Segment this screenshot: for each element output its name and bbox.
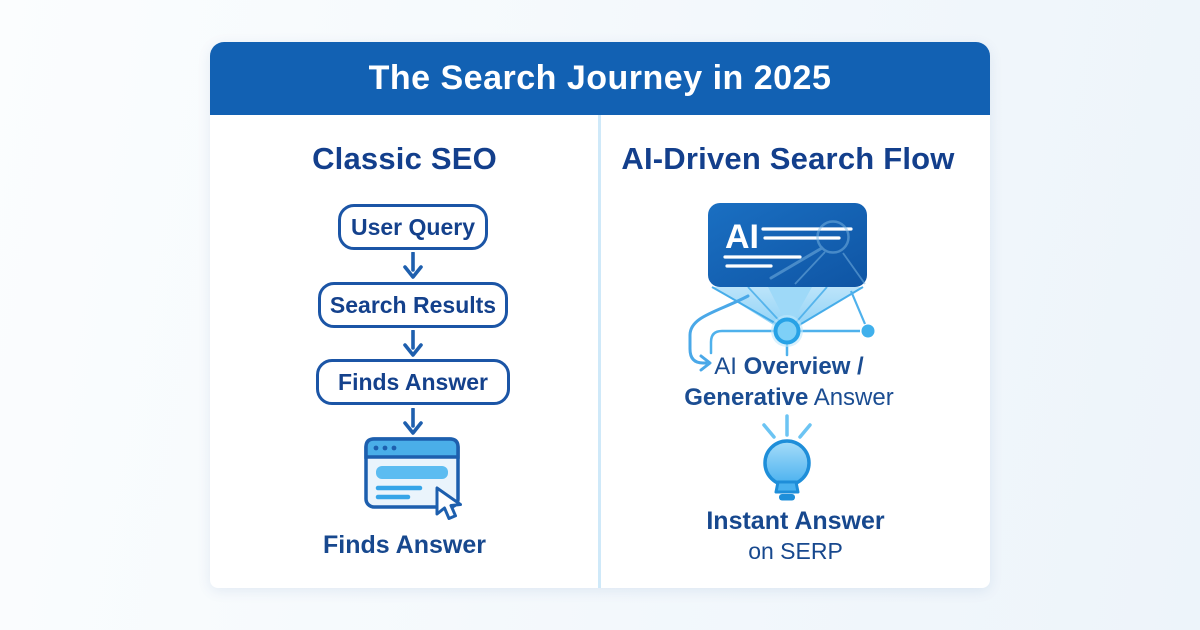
step-user-query: User Query bbox=[338, 204, 488, 250]
cursor-arrow-icon bbox=[435, 486, 462, 520]
end-dot bbox=[861, 324, 875, 338]
classic-seo-heading: Classic SEO bbox=[312, 141, 497, 176]
funnel-beam-icon bbox=[711, 286, 864, 329]
header-banner: The Search Journey in 2025 bbox=[210, 42, 990, 115]
ai-flow-heading: AI-Driven Search Flow bbox=[621, 141, 955, 176]
browser-window-icon bbox=[364, 437, 462, 520]
instant-answer-caption: Instant Answer on SERP bbox=[601, 506, 990, 566]
node-circle-icon bbox=[773, 317, 801, 345]
ai-box-label: AI bbox=[725, 218, 759, 256]
instant-answer-line1: Instant Answer bbox=[706, 507, 885, 535]
browser-window bbox=[364, 437, 460, 509]
main-card: The Search Journey in 2025 Classic SEO U… bbox=[210, 42, 990, 588]
ai-box-icon: AI bbox=[708, 203, 867, 287]
ai-flow-column: AI-Driven Search Flow bbox=[601, 115, 990, 588]
instant-answer-line2: on SERP bbox=[748, 538, 843, 564]
classic-seo-caption: Finds Answer bbox=[323, 531, 486, 559]
connector-lines bbox=[688, 290, 875, 372]
step-finds-answer: Finds Answer bbox=[316, 359, 510, 405]
ai-flow-graphic: AI bbox=[688, 203, 875, 501]
ai-overview-label: AI Overview / Generative Answer bbox=[609, 351, 969, 413]
down-arrow-icon bbox=[403, 330, 423, 357]
lightbulb-icon bbox=[762, 414, 812, 501]
classic-seo-column: Classic SEO User Query Search Results Fi… bbox=[210, 115, 599, 588]
column-divider bbox=[598, 115, 601, 588]
step-search-results: Search Results bbox=[318, 282, 508, 328]
page-title: The Search Journey in 2025 bbox=[368, 59, 832, 97]
down-arrow-icon bbox=[403, 252, 423, 279]
magnifier-icon bbox=[769, 220, 866, 285]
ai-overview-line1: AI Overview / bbox=[714, 353, 864, 380]
ai-overview-line2: Generative Answer bbox=[684, 384, 894, 411]
down-arrow-icon bbox=[403, 408, 423, 435]
curved-arrow-icon bbox=[688, 294, 750, 372]
